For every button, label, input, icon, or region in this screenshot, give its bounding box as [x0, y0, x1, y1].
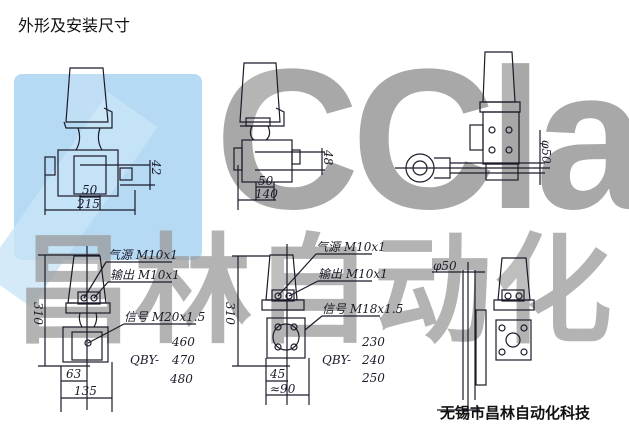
- dim-top-middle-b: 140: [255, 187, 278, 201]
- view-top-left: 42 50 215: [44, 67, 163, 215]
- label-bottom-middle-air-source: 气源 M10x1: [316, 240, 386, 254]
- dim-top-middle-height: 48: [321, 149, 335, 166]
- model-bottom-middle-a: 230: [361, 335, 385, 349]
- model-bottom-left-b: 470: [171, 353, 195, 367]
- view-top-right: φ50: [395, 51, 553, 185]
- dim-bottom-left-a: 63: [66, 367, 82, 381]
- dim-bottom-middle-height: 310: [223, 302, 237, 325]
- dim-bottom-left-height: 310: [31, 302, 45, 325]
- model-bottom-left-prefix: QBY-: [130, 353, 159, 367]
- model-bottom-middle-prefix: QBY-: [322, 353, 351, 367]
- dim-top-left-height: 42: [149, 159, 163, 175]
- label-bottom-middle-output: 输出 M10x1: [318, 267, 388, 281]
- dim-top-middle-a: 50: [258, 174, 274, 188]
- label-bottom-left-output: 输出 M10x1: [110, 268, 180, 282]
- dim-top-left-a: 50: [82, 183, 98, 197]
- dim-bottom-middle-b: ≈90: [270, 382, 296, 396]
- label-bottom-middle-signal: 信号 M18x1.5: [322, 302, 403, 316]
- dim-bottom-middle-a: 45: [269, 367, 285, 381]
- view-bottom-middle: 310 气源 M10x1 输出 M10x1 信号 M18x1.5 230 QBY…: [223, 240, 403, 405]
- label-bottom-left-air-source: 气源 M10x1: [108, 248, 178, 262]
- view-bottom-right: φ50: [432, 257, 535, 420]
- view-top-middle: 48 50 140: [233, 62, 335, 210]
- model-bottom-left-a: 460: [171, 335, 195, 349]
- dim-top-right-dia: φ50: [539, 140, 553, 164]
- model-bottom-middle-b: 240: [361, 353, 385, 367]
- dim-bottom-left-b: 135: [74, 384, 97, 398]
- page-title: 外形及安装尺寸: [18, 16, 131, 35]
- label-bottom-left-signal: 信号 M20x1.5: [124, 310, 205, 324]
- dim-bottom-right-dia: φ50: [433, 259, 457, 273]
- dim-top-left-b: 215: [76, 197, 100, 211]
- watermark-chinese: 昌林自动化: [14, 222, 615, 360]
- model-bottom-middle-c: 250: [361, 371, 385, 385]
- company-name: 无锡市昌林自动化科技: [440, 404, 591, 422]
- view-bottom-left: 310 气源 M10x1 输出 M10x1 信号 M20x1.5 460 QBY…: [31, 246, 205, 412]
- model-bottom-left-c: 480: [169, 372, 193, 386]
